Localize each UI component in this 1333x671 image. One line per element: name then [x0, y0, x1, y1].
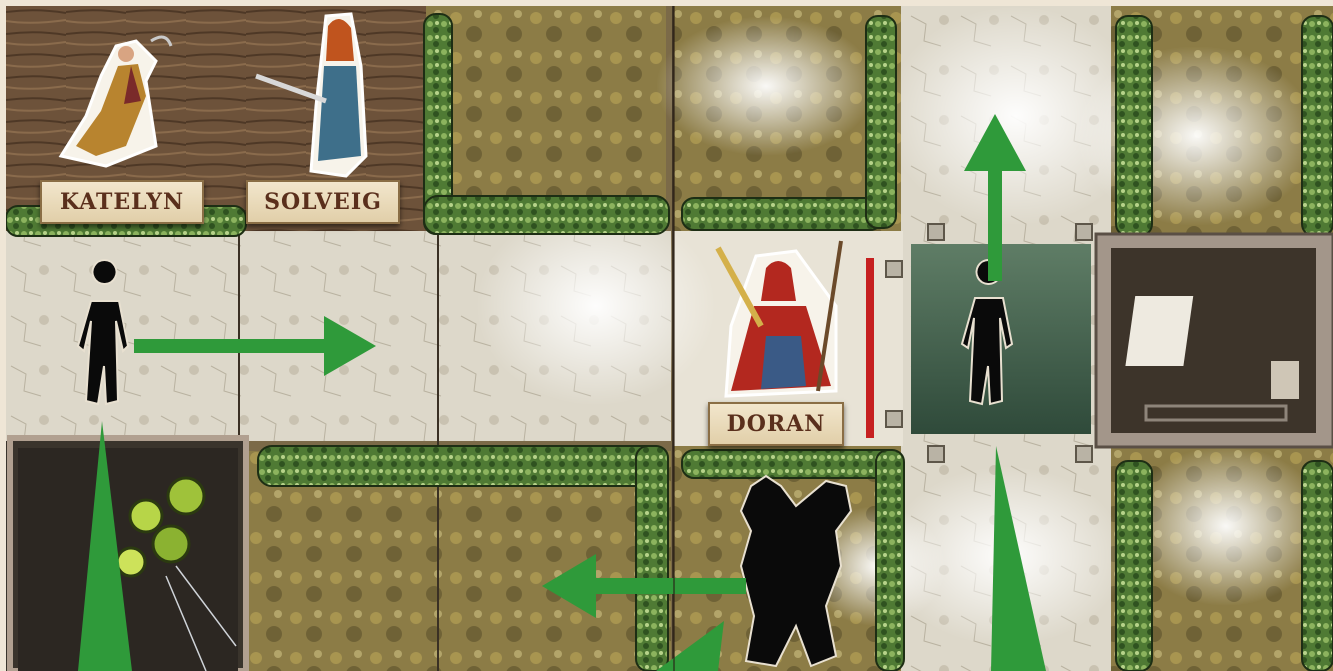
cursed-chamber [10, 438, 246, 671]
tile-seam [673, 6, 675, 671]
fog-cloud [656, 16, 876, 156]
fog-cloud [1126, 446, 1326, 606]
fog-cloud [1076, 46, 1316, 226]
doran-nameplate: DORAN [708, 402, 844, 446]
board-map [6, 6, 1333, 671]
fog-cloud [476, 206, 716, 406]
game-board: KATELYN SOLVEIG DORAN [6, 6, 1333, 671]
mossy-floor [426, 6, 666, 211]
katelyn-nameplate: KATELYN [40, 180, 204, 224]
solveig-nameplate: SOLVEIG [246, 180, 400, 224]
red-barrier [866, 258, 874, 438]
side-room [1096, 234, 1333, 447]
